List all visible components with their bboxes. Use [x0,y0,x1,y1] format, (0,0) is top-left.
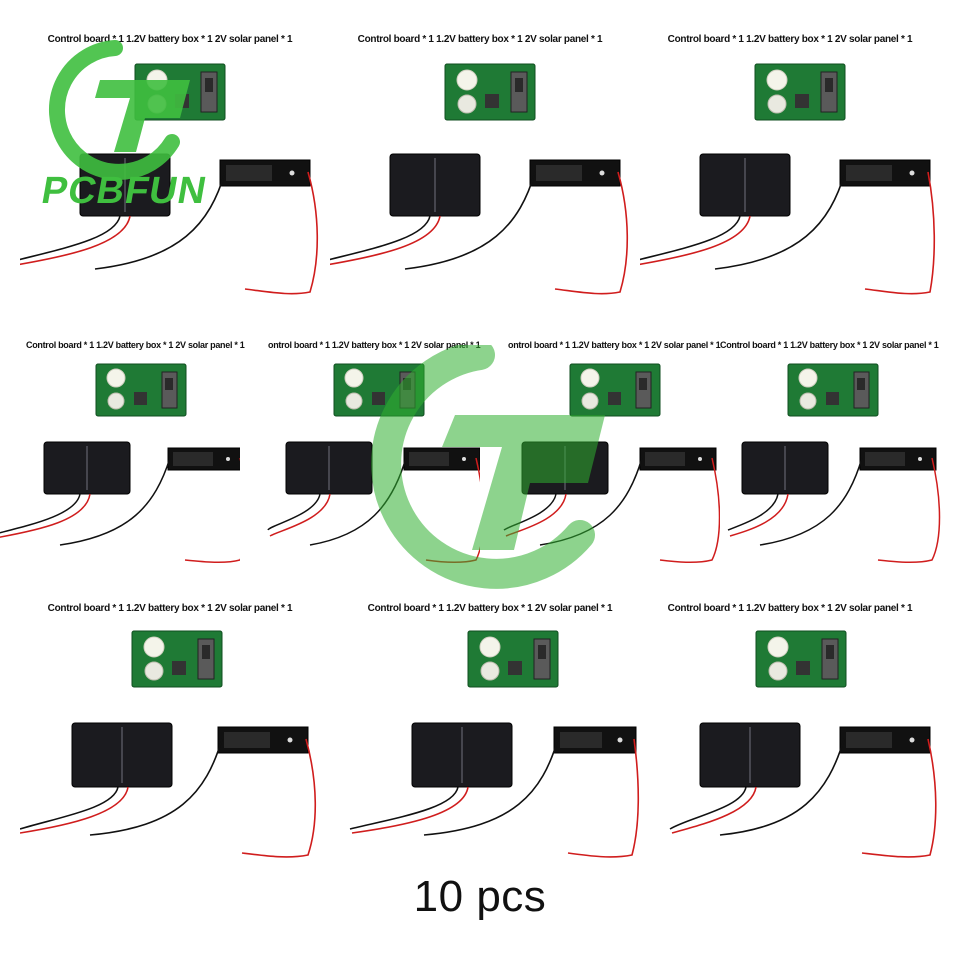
kit-caption: Control board * 1 1.2V battery box * 1 2… [667,34,913,45]
red-wire [269,493,331,537]
red-wire [671,786,757,834]
kit-set-6: ontrol board * 1 1.2V battery box * 1 2V… [480,340,721,570]
black-wire [727,493,779,531]
red-wire [0,493,91,538]
solar-kit-image [330,63,629,295]
black-wire [404,171,536,270]
battery-box [403,447,480,471]
red-wire [241,738,317,858]
red-wire [330,215,441,266]
black-wire [20,215,121,261]
quantity-label: 10 pcs [413,872,547,921]
red-wire [244,171,319,295]
control-board [755,630,847,688]
solar-panel [71,722,173,788]
kit-set-1: Control board * 1 1.2V battery box * 1 2… [20,34,320,304]
control-board [95,363,187,417]
black-wire [503,493,557,531]
solar-panel [699,722,801,788]
kit-caption: Control board * 1 1.2V battery box * 1 2… [26,340,245,350]
solar-kit-image [0,363,240,564]
solar-panel [699,153,791,217]
red-wire [861,738,937,858]
black-wire [719,738,845,836]
solar-kit-image [640,63,936,295]
kit-caption: Control board * 1 1.2V battery box * 1 2… [357,34,603,45]
solar-kit-image [267,363,480,564]
kit-set-10: Control board * 1 1.2V battery box * 1 2… [640,603,940,873]
solar-panel [741,441,829,495]
black-wire [89,738,223,836]
battery-box [639,447,717,471]
kit-caption: ontrol board * 1 1.2V battery box * 1 2V… [508,340,721,350]
red-wire [640,215,751,266]
black-wire [759,457,863,546]
black-wire [714,171,846,270]
kit-set-5: ontrol board * 1 1.2V battery box * 1 2V… [240,340,481,570]
red-wire [729,493,789,537]
red-wire [659,457,720,564]
battery-box [167,447,240,471]
kit-caption: Control board * 1 1.2V battery box * 1 2… [720,340,939,350]
black-wire [59,457,171,546]
black-wire [20,786,119,830]
battery-box [529,159,621,187]
solar-kit-image [20,63,319,295]
black-wire [640,215,741,261]
solar-kit-image [503,363,720,564]
battery-box [839,159,931,187]
red-wire [184,458,240,564]
solar-kit-image [349,630,640,858]
battery-box [839,726,931,754]
red-wire [425,457,480,564]
kit-set-7: Control board * 1 1.2V battery box * 1 2… [720,340,960,570]
kit-set-3: Control board * 1 1.2V battery box * 1 2… [640,34,940,304]
solar-panel [43,441,131,495]
solar-panel [389,153,481,217]
control-board [467,630,559,688]
black-wire [349,786,459,830]
black-wire [669,786,747,830]
solar-panel [521,441,609,495]
kit-caption: Control board * 1 1.2V battery box * 1 2… [667,603,913,614]
control-board [131,630,223,688]
solar-kit-image [727,363,941,564]
kit-caption: Control board * 1 1.2V battery box * 1 2… [367,603,613,614]
solar-panel [285,441,373,495]
control-board [333,363,425,417]
control-board [444,63,536,121]
control-board [569,363,661,417]
black-wire [267,493,321,531]
red-wire [351,786,469,834]
battery-box [553,726,637,754]
control-board [754,63,846,121]
kit-caption: Control board * 1 1.2V battery box * 1 2… [47,603,293,614]
black-wire [0,493,81,534]
solar-kit-image [669,630,937,858]
red-wire [864,171,936,295]
battery-box [859,447,937,471]
solar-kit-image [20,630,317,858]
kit-set-4: Control board * 1 1.2V battery box * 1 2… [0,340,245,570]
control-board [134,63,226,121]
kit-set-8: Control board * 1 1.2V battery box * 1 2… [20,603,320,873]
red-wire [20,215,131,266]
battery-box [219,159,311,187]
black-wire [94,171,226,270]
red-wire [877,457,941,564]
kit-set-2: Control board * 1 1.2V battery box * 1 2… [330,34,630,304]
kit-set-9: Control board * 1 1.2V battery box * 1 2… [340,603,640,873]
red-wire [554,171,629,295]
battery-box [217,726,309,754]
kit-caption: Control board * 1 1.2V battery box * 1 2… [47,34,293,45]
black-wire [330,215,431,261]
solar-panel [411,722,513,788]
red-wire [567,738,640,858]
control-board [787,363,879,417]
red-wire [20,786,129,834]
pcbfun-logo-text: PCBFUN [38,170,211,212]
black-wire [423,738,559,836]
